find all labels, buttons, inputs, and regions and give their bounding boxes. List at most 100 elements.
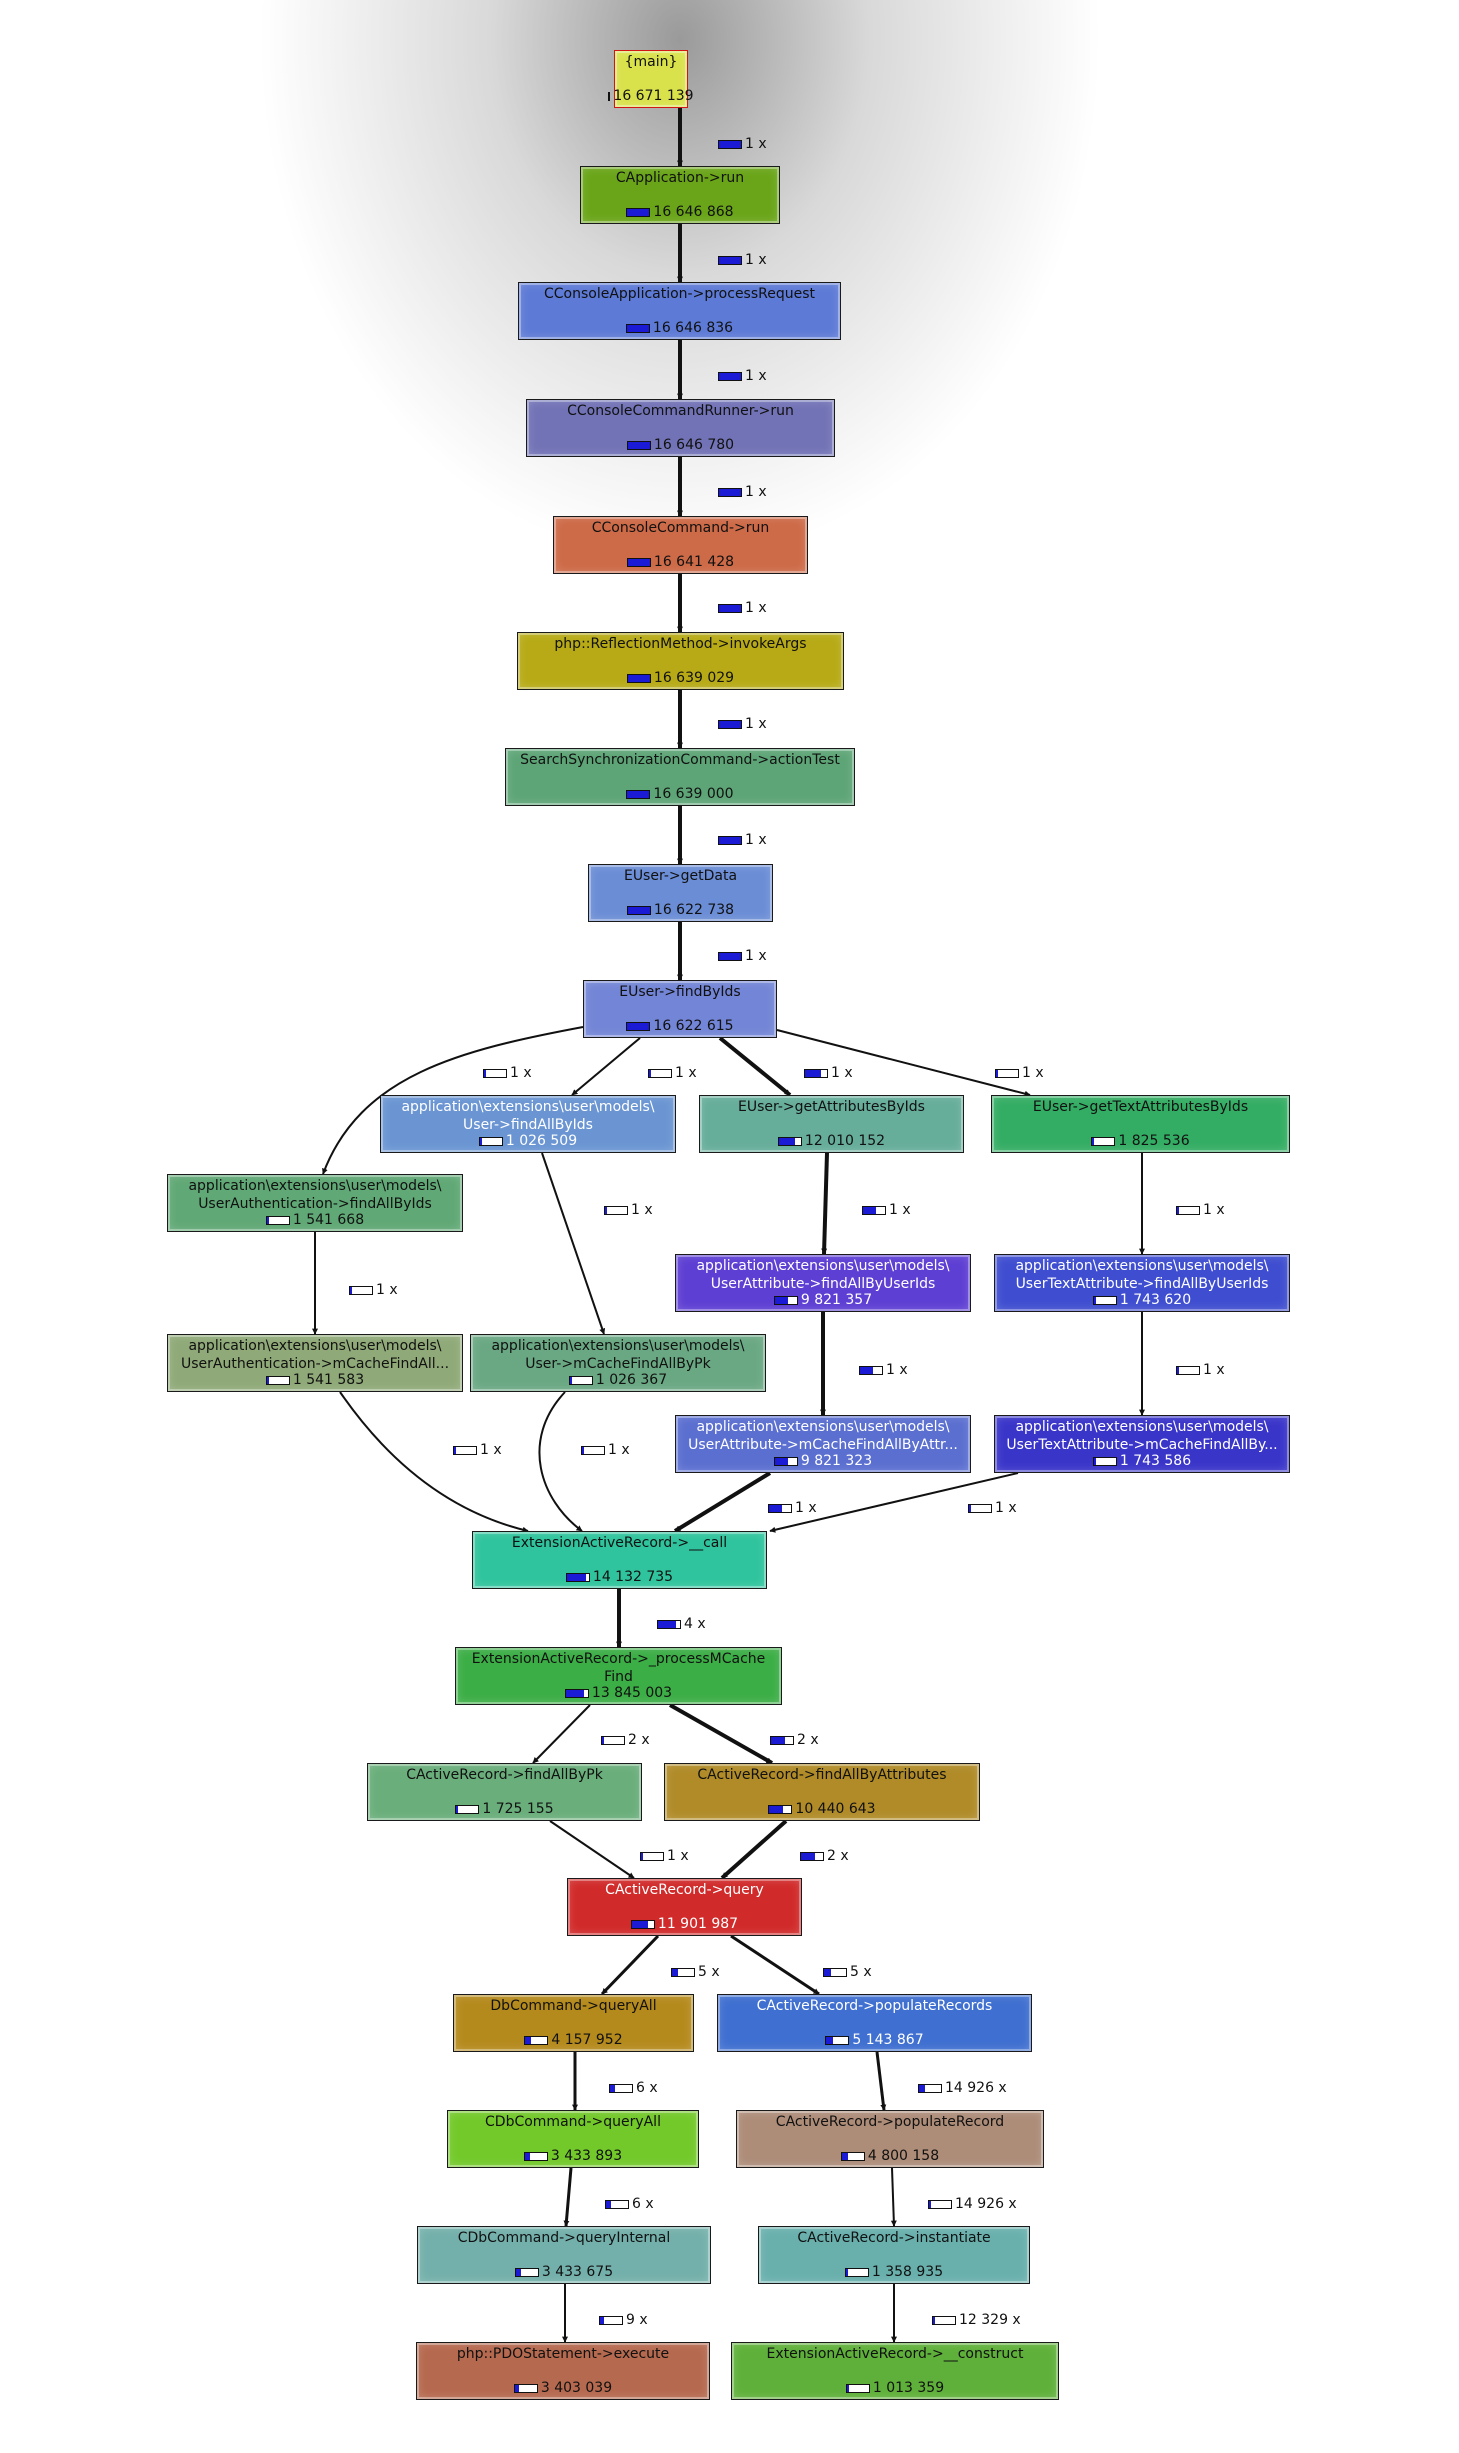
edge-label-e9: 1 x (483, 1066, 532, 1080)
node-inst-bar-fill (845, 2268, 848, 2276)
node-ssync[interactable]: SearchSynchronizationCommand->actionTest… (505, 748, 855, 806)
edge-e19-bar-fill (454, 1446, 456, 1454)
node-uattr-bar (773, 1295, 798, 1305)
node-cost-row: 16 622 738 (589, 901, 772, 919)
node-procmc[interactable]: ExtensionActiveRecord->_processMCache Fi… (455, 1647, 782, 1705)
node-utextcache[interactable]: application\extensions\user\models\ User… (994, 1415, 1290, 1473)
node-utextattr[interactable]: application\extensions\user\models\ User… (994, 1254, 1290, 1312)
edge-e13-bar-fill (605, 1206, 607, 1214)
node-cost-row: 5 143 867 (718, 2031, 1031, 2049)
node-function-name: php::PDOStatement->execute (456, 2346, 670, 2362)
node-utextattr-bar-fill (1093, 1296, 1096, 1304)
node-cost-row: 16 641 428 (554, 553, 807, 571)
edge-e31-bar-fill (919, 2084, 925, 2092)
edge-ucache-to-call (538, 1391, 583, 1532)
node-getdata-bar-fill (627, 906, 650, 914)
edge-label-e8: 1 x (718, 949, 767, 963)
node-function-name: EUser->getData (623, 868, 738, 884)
edge-poprec-to-inst (890, 2167, 897, 2227)
edge-label-e24: 2 x (601, 1733, 650, 1747)
node-inclusive-cost: 11 901 987 (657, 1916, 739, 1932)
node-cost-row: 11 901 987 (568, 1915, 801, 1933)
edge-query-to-dbqall (600, 1934, 660, 1996)
edge-call-count: 9 x (626, 2312, 648, 2328)
node-uauthcache[interactable]: application\extensions\user\models\ User… (167, 1334, 463, 1392)
node-cost-row: 16 639 029 (518, 669, 843, 687)
edge-e16-bar (349, 1285, 373, 1295)
edge-findattrs-to-query (720, 1819, 788, 1880)
node-uattrcache[interactable]: application\extensions\user\models\ User… (675, 1415, 971, 1473)
node-ccons-bar (625, 323, 650, 333)
node-getdata[interactable]: EUser->getData 16 622 738 (588, 864, 773, 922)
edge-e5-bar (718, 603, 742, 613)
node-function-name: application\extensions\user\models\ User… (1015, 1258, 1269, 1292)
node-main[interactable]: {main}16 671 139 (608, 50, 694, 108)
node-inclusive-cost: 16 639 029 (653, 670, 735, 686)
edge-label-e29: 5 x (823, 1965, 872, 1979)
edge-findpk-to-query (549, 1820, 635, 1879)
node-uauth-bar (265, 1215, 290, 1225)
node-ufindall[interactable]: application\extensions\user\models\ User… (380, 1095, 676, 1153)
edge-call-count: 1 x (831, 1065, 853, 1081)
edge-e3-bar (718, 371, 742, 381)
node-poprecs-bar (825, 2035, 850, 2045)
edge-call-count: 1 x (631, 1202, 653, 1218)
node-ccmd-bar (626, 557, 651, 567)
node-dbqall-bar (524, 2035, 549, 2045)
edge-e5-bar-fill (719, 604, 741, 612)
edge-e15-bar (1176, 1205, 1200, 1215)
node-uattr[interactable]: application\extensions\user\models\ User… (675, 1254, 971, 1312)
edge-call-count: 2 x (827, 1848, 849, 1864)
node-findpk-bar (455, 1804, 480, 1814)
node-inclusive-cost: 16 646 780 (653, 437, 735, 453)
edge-e32-bar-fill (606, 2200, 611, 2208)
node-cost-row: 16 671 139 (608, 87, 694, 105)
node-getattr-bar-fill (778, 1137, 795, 1145)
edge-label-e31: 14 926 x (918, 2081, 1007, 2095)
node-function-name: EUser->getAttributesByIds (738, 1099, 925, 1115)
node-ufindall-bar (478, 1136, 503, 1146)
node-function-name: ExtensionActiveRecord->__call (511, 1535, 728, 1551)
edge-e6-bar-fill (719, 720, 741, 728)
node-uauth[interactable]: application\extensions\user\models\ User… (167, 1174, 463, 1232)
edge-poprecs-to-poprec (875, 2051, 887, 2111)
edge-e29-bar (823, 1967, 847, 1977)
node-function-name: application\extensions\user\models\ User… (180, 1338, 450, 1372)
node-ucache[interactable]: application\extensions\user\models\ User… (470, 1334, 766, 1392)
node-capp-bar (626, 207, 651, 217)
edge-label-e26: 1 x (640, 1849, 689, 1863)
edge-uauthcache-to-call (339, 1391, 529, 1533)
edge-findbyids-to-ufindall (571, 1037, 641, 1096)
edge-cdbqall-to-qinternal (563, 2167, 573, 2227)
edge-e4-bar-fill (719, 488, 741, 496)
node-function-name: CDbCommand->queryAll (485, 2114, 661, 2130)
edge-label-e3: 1 x (718, 369, 767, 383)
node-cost-row: 10 440 643 (665, 1800, 979, 1818)
node-main-bar-fill (609, 93, 610, 100)
edge-e6-bar (718, 719, 742, 729)
node-inclusive-cost: 16 671 139 (613, 88, 694, 104)
node-inclusive-cost: 9 821 357 (800, 1292, 873, 1308)
node-cost-row: 16 646 780 (527, 436, 834, 454)
